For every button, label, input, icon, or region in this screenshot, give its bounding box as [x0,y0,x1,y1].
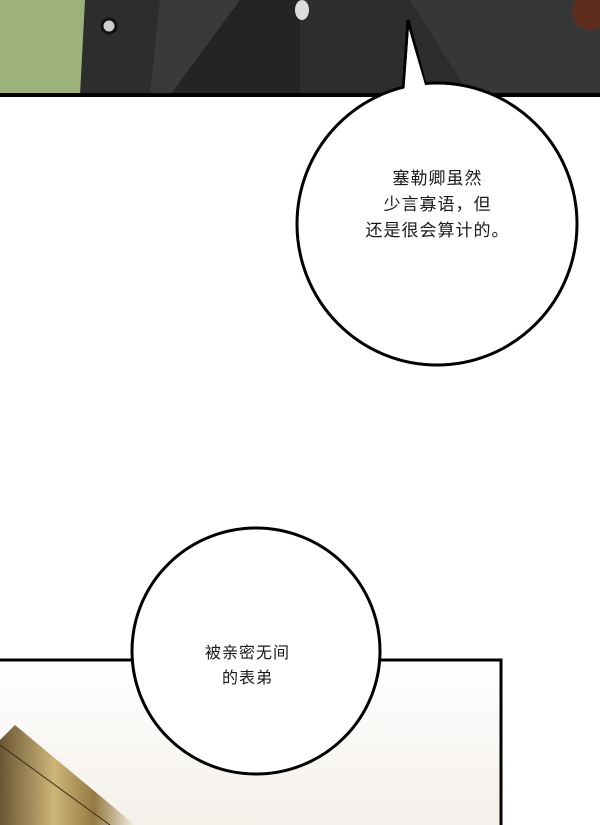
text-line: 的表弟 [221,668,273,687]
text-line: 被亲密无间 [204,643,290,662]
text-line: 还是很会算计的。 [365,221,510,241]
speech-bubble-1-text: 塞勒卿虽然 少言寡语，但 还是很会算计的。 [330,166,545,244]
top-panel-art [0,0,600,97]
speech-bubble-2 [130,526,382,776]
text-line: 塞勒卿虽然 [392,169,483,189]
speech-bubble-2-text: 被亲密无间 的表弟 [150,640,345,690]
speech-bubble-1 [295,19,579,367]
text-line: 少言寡语，但 [383,195,492,215]
